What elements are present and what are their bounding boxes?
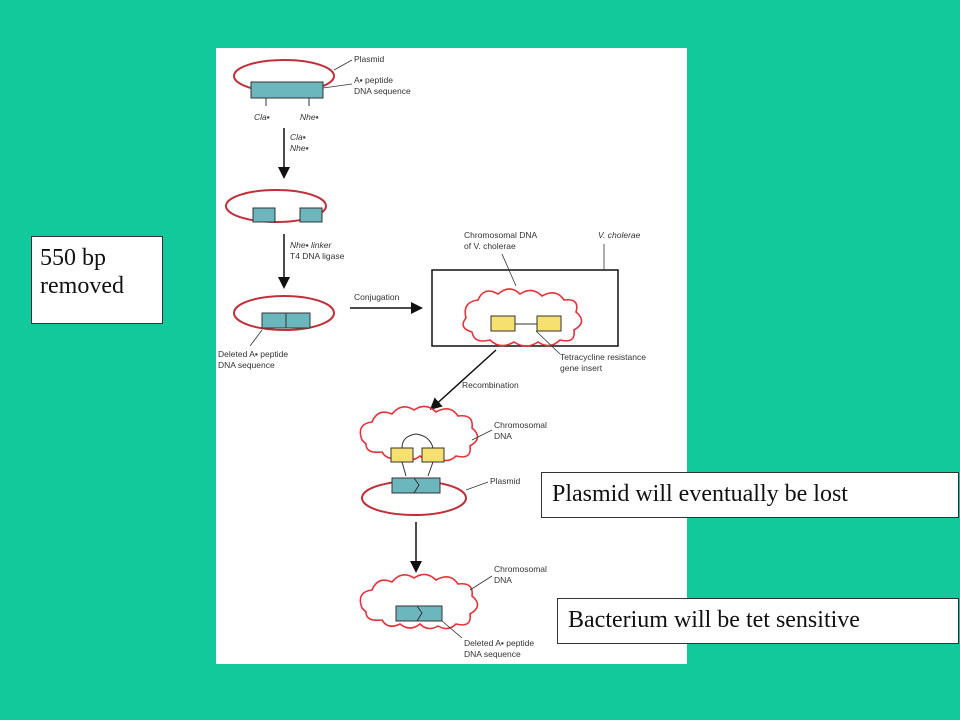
step4-recombination: Chromosomal DNA Plasmid bbox=[359, 405, 547, 516]
crossover-line-left bbox=[401, 461, 407, 477]
junction-mark-2 bbox=[416, 605, 423, 622]
diagram-svg: Plasmid A▪ peptide DNA sequence Cla▪ Nhe… bbox=[218, 54, 646, 659]
leader-chromosomal-2 bbox=[469, 575, 493, 591]
callout-550bp-removed: 550 bp removed bbox=[31, 236, 163, 324]
chromosomal-dna-loop-2 bbox=[359, 405, 479, 462]
chromosomal-dna-loop-1 bbox=[462, 288, 583, 347]
label-deleted-3: Deleted A▪ peptide bbox=[464, 638, 534, 648]
tet-box-left bbox=[490, 315, 516, 332]
tet-box-right bbox=[536, 315, 562, 332]
label-tet-2: gene insert bbox=[560, 363, 603, 373]
gene-fragment-right bbox=[299, 207, 323, 223]
gene-fragment-left bbox=[252, 207, 276, 223]
label-cla-step: Cla▪ bbox=[290, 132, 306, 142]
label-recombination: Recombination bbox=[462, 380, 519, 390]
callout-plasmid-lost: Plasmid will eventually be lost bbox=[541, 472, 959, 518]
junction-mark-1 bbox=[413, 477, 420, 494]
leader-plasmid-2 bbox=[465, 481, 489, 491]
label-nhe-step: Nhe▪ bbox=[290, 143, 309, 153]
label-a-peptide-2: DNA sequence bbox=[354, 86, 411, 96]
plasmid-ring-2 bbox=[225, 189, 327, 223]
label-chromosomal-vc-2: of V. cholerae bbox=[464, 241, 516, 251]
plasmid-ring-3 bbox=[233, 295, 335, 331]
chromosomal-dna-loop-3 bbox=[359, 573, 479, 630]
a-peptide-gene-box bbox=[250, 81, 324, 99]
label-deleted-2: DNA sequence bbox=[218, 360, 275, 370]
v-cholerae-cell: Chromosomal DNA of V. cholerae V. choler… bbox=[431, 230, 646, 373]
crossover-line-right bbox=[427, 461, 434, 477]
step3-deleted-plasmid: Deleted A▪ peptide DNA sequence bbox=[218, 295, 335, 370]
label-deleted: Deleted A▪ peptide bbox=[218, 349, 288, 359]
label-chromosomal-2-2: DNA bbox=[494, 575, 512, 585]
label-linker: Nhe▪ linker bbox=[290, 240, 332, 250]
tet-box-right-2 bbox=[421, 447, 445, 463]
deleted-gene-box-2 bbox=[391, 477, 441, 494]
label-cla: Cla▪ bbox=[254, 112, 270, 122]
label-conjugation: Conjugation bbox=[354, 292, 400, 302]
diagram-panel: Plasmid A▪ peptide DNA sequence Cla▪ Nhe… bbox=[216, 48, 687, 664]
label-chromosomal-2: Chromosomal bbox=[494, 564, 547, 574]
label-tet: Tetracycline resistance bbox=[560, 352, 646, 362]
step2-cut-plasmid bbox=[225, 189, 327, 223]
label-plasmid-2: Plasmid bbox=[490, 476, 521, 486]
step1-plasmid: Plasmid A▪ peptide DNA sequence Cla▪ Nhe… bbox=[233, 54, 411, 122]
tet-box-left-2 bbox=[390, 447, 414, 463]
label-a-peptide: A▪ peptide bbox=[354, 75, 393, 85]
label-deleted-3-2: DNA sequence bbox=[464, 649, 521, 659]
leader-chromosomal-1 bbox=[471, 429, 493, 441]
arrow-recombination bbox=[429, 349, 497, 411]
crossover-loop bbox=[401, 433, 434, 449]
label-chromosomal-1-2: DNA bbox=[494, 431, 512, 441]
label-v-cholerae: V. cholerae bbox=[598, 230, 641, 240]
leader-plasmid bbox=[333, 59, 353, 71]
leader-tet bbox=[535, 330, 561, 355]
step5-final-chromosome: Chromosomal DNA Deleted A▪ peptide DNA s… bbox=[359, 564, 547, 659]
label-chromosomal-vc: Chromosomal DNA bbox=[464, 230, 538, 240]
label-plasmid: Plasmid bbox=[354, 54, 385, 64]
leader-chromosomal-vc bbox=[501, 253, 517, 287]
callout-tet-sensitive: Bacterium will be tet sensitive bbox=[557, 598, 959, 644]
leader-a-peptide bbox=[322, 83, 353, 89]
leader-deleted bbox=[249, 329, 263, 347]
deleted-gene-box-3 bbox=[395, 605, 443, 622]
label-nhe: Nhe▪ bbox=[300, 112, 319, 122]
label-ligase: T4 DNA ligase bbox=[290, 251, 345, 261]
label-chromosomal-1: Chromosomal bbox=[494, 420, 547, 430]
cell-box bbox=[431, 269, 619, 347]
leader-deleted-2 bbox=[441, 620, 463, 639]
